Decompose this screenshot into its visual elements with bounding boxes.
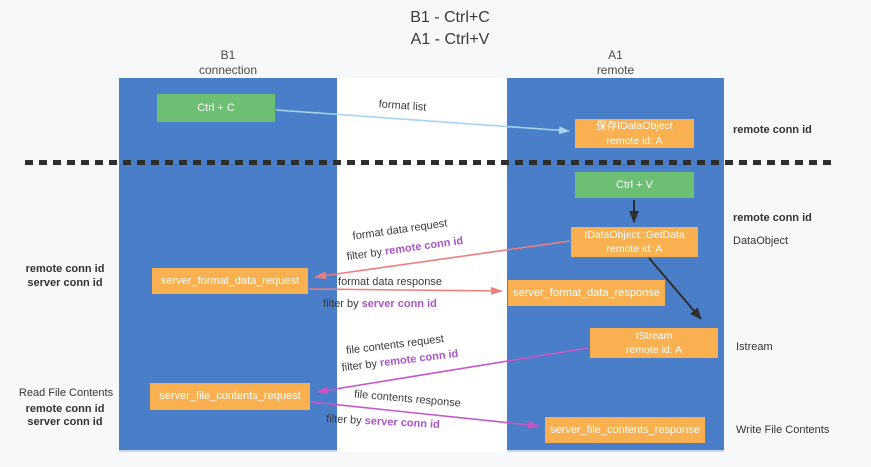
node-ctrl-v: Ctrl + V (575, 172, 694, 198)
node-file-response-label: server_file_contents_response (550, 423, 700, 436)
lane-a1-name: A1 (608, 48, 623, 62)
node-ctrl-c: Ctrl + C (157, 94, 275, 122)
lane-header-a1: A1 remote (507, 48, 724, 78)
dashed-separator-line (25, 160, 831, 165)
side-label-server-conn-id-left: server conn id (27, 277, 103, 289)
side-label-dataobject: DataObject (733, 235, 789, 247)
node-format-request-label: server_format_data_request (160, 274, 300, 287)
diagram-title: B1 - Ctrl+C A1 - Ctrl+V (300, 7, 600, 50)
node-server-format-data-response: server_format_data_response (508, 280, 665, 306)
node-server-file-contents-response: server_file_contents_response (545, 417, 705, 443)
filter-by-text: filter by (323, 298, 362, 310)
node-file-request-label: server_file_contents_request (159, 390, 301, 403)
lane-header-b1: B1 connection (119, 48, 337, 78)
side-label-remote-conn-id-bottom: remote conn id (25, 403, 105, 415)
edge-label-filter-by-server-1: filter by server conn id (305, 298, 455, 310)
node-ctrl-v-label: Ctrl + V (616, 179, 653, 191)
node-save-idataobject: 保存IDataObject remote id: A (575, 119, 694, 148)
node-save-idataobject-line2: remote id: A (606, 134, 663, 147)
side-label-write-file-contents: Write File Contents (736, 424, 830, 436)
side-label-read-file-contents: Read File Contents (18, 387, 114, 399)
lane-b1-name: B1 (220, 48, 236, 62)
node-server-file-contents-request: server_file_contents_request (150, 383, 310, 410)
side-label-server-conn-id-bottom: server conn id (27, 416, 103, 428)
edge-label-format-data-response: format data response (338, 276, 442, 288)
side-label-remote-conn-id-top: remote conn id (733, 124, 812, 136)
node-server-format-data-request: server_format_data_request (152, 268, 308, 294)
node-istream: IStream remote id: A (590, 328, 718, 358)
node-getdata-line2: remote id: A (606, 243, 663, 255)
title-line-2: A1 - Ctrl+V (410, 30, 490, 48)
server-conn-id-text: server conn id (361, 298, 437, 310)
node-istream-line2: remote id: A (625, 344, 683, 356)
title-line-1: B1 - Ctrl+C (410, 9, 490, 26)
lane-a1-subtitle: remote (596, 63, 635, 77)
lane-b1-subtitle: connection (198, 63, 258, 77)
filter-by-text: filter by (325, 413, 365, 428)
node-format-response-label: server_format_data_response (513, 286, 660, 299)
node-getdata-line1: IDataObject::GetData (584, 228, 685, 241)
node-istream-line1: IStream (635, 329, 673, 342)
node-save-idataobject-line1: 保存IDataObject (596, 120, 673, 133)
side-label-remote-conn-id-mid: remote conn id (733, 212, 812, 224)
node-ctrl-c-label: Ctrl + C (197, 102, 235, 114)
node-idataobject-getdata: IDataObject::GetData remote id: A (571, 227, 698, 257)
side-label-remote-conn-id-left: remote conn id (25, 263, 105, 275)
side-label-istream: Istream (736, 341, 773, 353)
